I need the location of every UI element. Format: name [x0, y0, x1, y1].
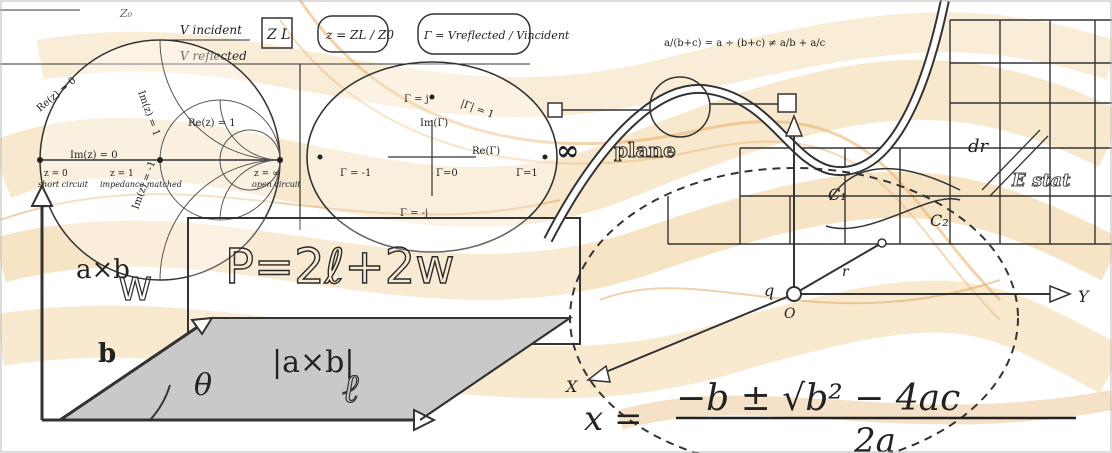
dashed-circle [569, 167, 1019, 453]
gamma-formula: Γ = Vreflected / Vincident [423, 29, 570, 42]
v-incident-label: V incident [180, 23, 242, 37]
quadratic-lhs: x = [584, 399, 642, 439]
x-axis-label: X [564, 377, 578, 396]
open-circuit-label: open circuit [252, 180, 301, 189]
cross-label: a×b [76, 255, 130, 285]
re-gamma: Re(Γ) [472, 146, 500, 157]
e-stat-label: E stat [1011, 170, 1071, 191]
dr-label: dr [968, 136, 990, 157]
curve-tube [543, 0, 950, 243]
top-formula-strip: Z₀ V incident V reflected Z L z = ZL / Z… [0, 7, 826, 65]
zinf-label: z = ∞ [254, 169, 280, 179]
plane-word: plane [614, 138, 676, 162]
grid-panel [667, 19, 1112, 245]
gamma-0: Γ=0 [436, 168, 458, 179]
r-vector-label: r [842, 264, 850, 280]
v-reflected-label: V reflected [180, 49, 247, 63]
fraction-rule: a/(b+c) = a ÷ (b+c) ≠ a/b + a/c [664, 38, 826, 49]
y-axis-label: Y [1078, 287, 1090, 306]
short-circuit-label: short circuit [38, 180, 89, 189]
cross-magnitude: |a×b| [272, 345, 354, 380]
quadratic-formula: x = −b ± √b² − 4ac 2a [584, 378, 1076, 453]
smith-chart-left: Re(z) = 0 Im(z) = 1 Re(z) = 1 Im(z) = 0 … [35, 39, 301, 281]
gamma-j: Γ = j [404, 94, 429, 105]
im-gamma: Im(Γ) [420, 118, 448, 129]
gamma-1: Γ=1 [516, 168, 538, 179]
infinity-symbol: ∞ [556, 134, 579, 167]
matched-label: impedance matched [100, 180, 182, 189]
theta-label: θ [194, 368, 212, 403]
c2-label: C₂ [930, 211, 949, 230]
origin-label: O [784, 306, 796, 322]
gamma-negj: Γ = -j [400, 208, 428, 219]
z1-label: z = 1 [110, 169, 134, 179]
c1-label: C₁ [828, 185, 847, 204]
vector-axes: Y X O q r C₁ C₂ dr E stat [564, 113, 1090, 396]
rez1-label: Re(z) = 1 [188, 118, 236, 129]
gamma-chart: Γ = j |Γ| = 1 Im(Γ) Re(Γ) Γ = -1 Γ=0 Γ=1… [299, 61, 558, 253]
quadratic-denominator: 2a [853, 421, 896, 453]
ell-letter: ℓ [342, 366, 359, 412]
im0-label: Im(z) = 0 [70, 150, 118, 161]
svg-text:Z₀: Z₀ [119, 7, 133, 20]
cross-product-figure: a×b w b θ |a×b| ℓ [30, 183, 574, 432]
perimeter-formula: P=2ℓ+2w [225, 239, 455, 295]
plane-labels: ∞ plane [547, 76, 797, 167]
q-label: q [764, 281, 774, 300]
z-ratio: z = ZL / Z0 [325, 28, 394, 42]
z0-label: z = 0 [44, 169, 68, 179]
zl-box: Z L [266, 27, 290, 43]
w-letter: w [118, 261, 152, 310]
quadratic-numerator: −b ± √b² − 4ac [676, 378, 960, 419]
gamma-neg1: Γ = -1 [340, 168, 371, 179]
b-label: b [98, 339, 116, 369]
